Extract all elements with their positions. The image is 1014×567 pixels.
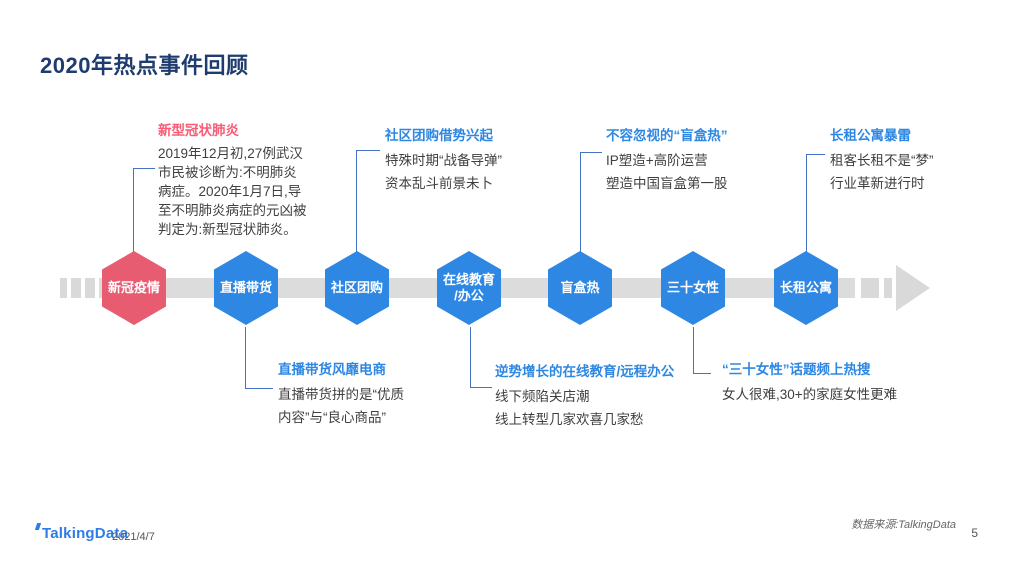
annotation-line: 女人很难,30+的家庭女性更难	[722, 387, 898, 402]
timeline-node-blind-box: 盲盒热	[548, 251, 612, 325]
timeline-dash	[85, 278, 95, 298]
connector-livestream	[245, 327, 273, 389]
annotation-blind-box: 不容忽视的“盲盒热” IP塑造+高阶运营 塑造中国盲盒第一股	[606, 124, 728, 195]
annotation-line: IP塑造+高阶运营	[606, 153, 708, 168]
annotation-line: 直播带货拼的是“优质	[278, 387, 404, 402]
annotation-line: 至不明肺炎病症的元凶被	[158, 203, 307, 218]
connector-online-education	[470, 327, 492, 388]
annotation-line: 内容”与“良心商品”	[278, 410, 386, 425]
logo-text: TalkingData	[42, 525, 129, 542]
annotation-title: 直播带货风靡电商	[278, 362, 386, 377]
annotation-thirty-women: “三十女性”话题频上热搜 女人很难,30+的家庭女性更难	[722, 358, 897, 406]
timeline-node-livestream: 直播带货	[214, 251, 278, 325]
annotation-title: “三十女性”话题频上热搜	[722, 362, 871, 377]
timeline-node-online-education: 在线教育 /办公	[437, 251, 501, 325]
annotation-line: 病症。2020年1月7日,导	[158, 184, 302, 199]
annotation-line: 判定为:新型冠状肺炎。	[158, 222, 297, 237]
annotation-line: 资本乱斗前景未卜	[385, 176, 493, 191]
annotation-line: 特殊时期“战备导弹”	[385, 153, 502, 168]
page-number: 5	[971, 526, 978, 540]
timeline-dash	[71, 278, 81, 298]
logo-tick-icon	[34, 523, 42, 530]
annotation-line: 市民被诊断为:不明肺炎	[158, 165, 297, 180]
connector-apartment	[806, 154, 825, 252]
annotation-line: 行业革新进行时	[830, 176, 925, 191]
timeline-node-thirty-women: 三十女性	[661, 251, 725, 325]
annotation-covid: 新型冠状肺炎 2019年12月初,27例武汉 市民被诊断为:不明肺炎 病症。20…	[158, 119, 307, 239]
annotation-online-education: 逆势增长的在线教育/远程办公 线下频陷关店潮 线上转型几家欢喜几家愁	[495, 360, 674, 431]
connector-covid	[133, 168, 155, 252]
annotation-line: 线上转型几家欢喜几家愁	[495, 412, 644, 427]
annotation-community-group-buy: 社区团购借势兴起 特殊时期“战备导弹” 资本乱斗前景未卜	[385, 124, 502, 195]
timeline-dash	[861, 278, 879, 298]
connector-community-group-buy	[356, 150, 380, 252]
annotation-line: 塑造中国盲盒第一股	[606, 176, 728, 191]
annotation-title: 逆势增长的在线教育/远程办公	[495, 364, 675, 379]
annotation-line: 线下频陷关店潮	[495, 389, 590, 404]
timeline-arrow-icon	[896, 265, 930, 311]
footer-source: 数据来源:TalkingData	[851, 519, 956, 531]
annotation-title: 社区团购借势兴起	[385, 128, 493, 143]
connector-thirty-women	[693, 327, 711, 374]
timeline-dash	[884, 278, 892, 298]
connector-blind-box	[580, 152, 602, 252]
timeline-node-covid: 新冠疫情	[102, 251, 166, 325]
annotation-title: 新型冠状肺炎	[158, 123, 239, 138]
timeline-dash	[60, 278, 67, 298]
timeline-node-group-buy: 社区团购	[325, 251, 389, 325]
annotation-title: 不容忽视的“盲盒热”	[606, 128, 728, 143]
timeline-node-apartment: 长租公寓	[774, 251, 838, 325]
annotation-apartment: 长租公寓暴雷 租客长租不是“梦” 行业革新进行时	[830, 124, 934, 195]
annotation-livestream: 直播带货风靡电商 直播带货拼的是“优质 内容”与“良心商品”	[278, 358, 404, 429]
page-title: 2020年热点事件回顾	[40, 53, 249, 78]
annotation-line: 2019年12月初,27例武汉	[158, 146, 303, 161]
annotation-line: 租客长租不是“梦”	[830, 153, 934, 168]
talkingdata-logo: TalkingData	[34, 523, 129, 542]
footer-date: 2021/4/7	[112, 531, 155, 543]
annotation-title: 长租公寓暴雷	[830, 128, 911, 143]
